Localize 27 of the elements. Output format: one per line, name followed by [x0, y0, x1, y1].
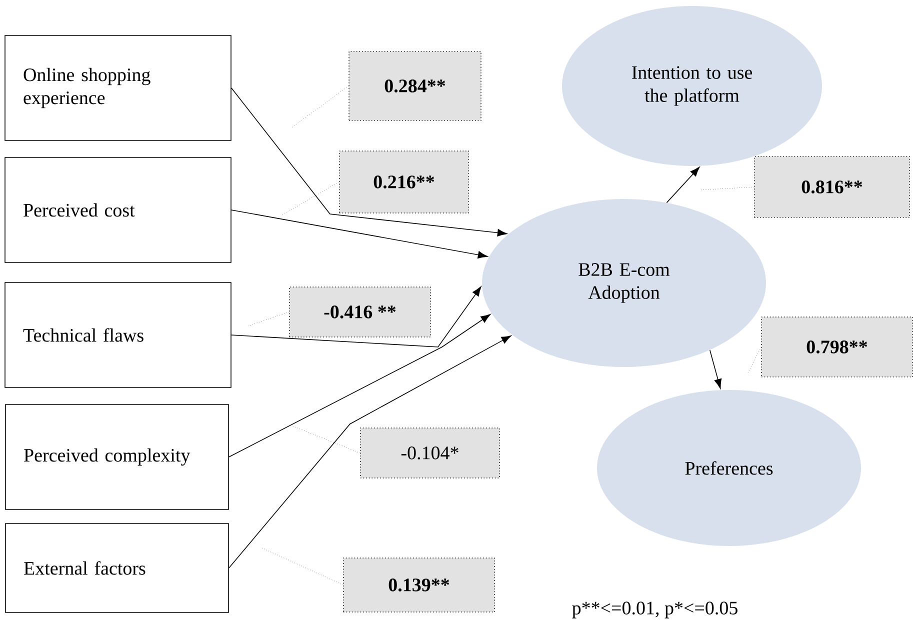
coefficient-box: 0.284**	[348, 51, 482, 121]
leader-line	[290, 424, 360, 454]
leader-line	[248, 312, 290, 326]
coefficient-box: 0.139**	[343, 558, 495, 612]
arrow	[666, 166, 700, 204]
leader-line	[290, 86, 349, 128]
factor-box: Online shopping experience	[4, 35, 232, 141]
arrow	[231, 210, 488, 258]
note: p**<=0.01, p*<=0.05	[572, 602, 738, 618]
leader-line	[748, 346, 762, 374]
factor-box: Perceived cost	[4, 157, 232, 263]
arrow	[228, 336, 512, 568]
leader-line	[700, 186, 754, 190]
coefficient-box: -0.416 **	[289, 286, 431, 338]
arrow	[228, 314, 491, 458]
arrow	[710, 350, 722, 389]
arrow	[231, 88, 508, 236]
factor-box: Technical flaws	[4, 282, 232, 388]
coefficient-box: 0.816**	[754, 156, 910, 218]
arrow	[231, 286, 482, 348]
coefficient-box: 0.216**	[339, 150, 469, 214]
coefficient-box: -0.104*	[360, 428, 500, 478]
factor-box: External factors	[5, 523, 229, 613]
factor-box: Perceived complexity	[5, 404, 229, 510]
coefficient-box: 0.798**	[761, 316, 913, 378]
leader-line	[282, 182, 340, 216]
leader-line	[262, 548, 344, 586]
